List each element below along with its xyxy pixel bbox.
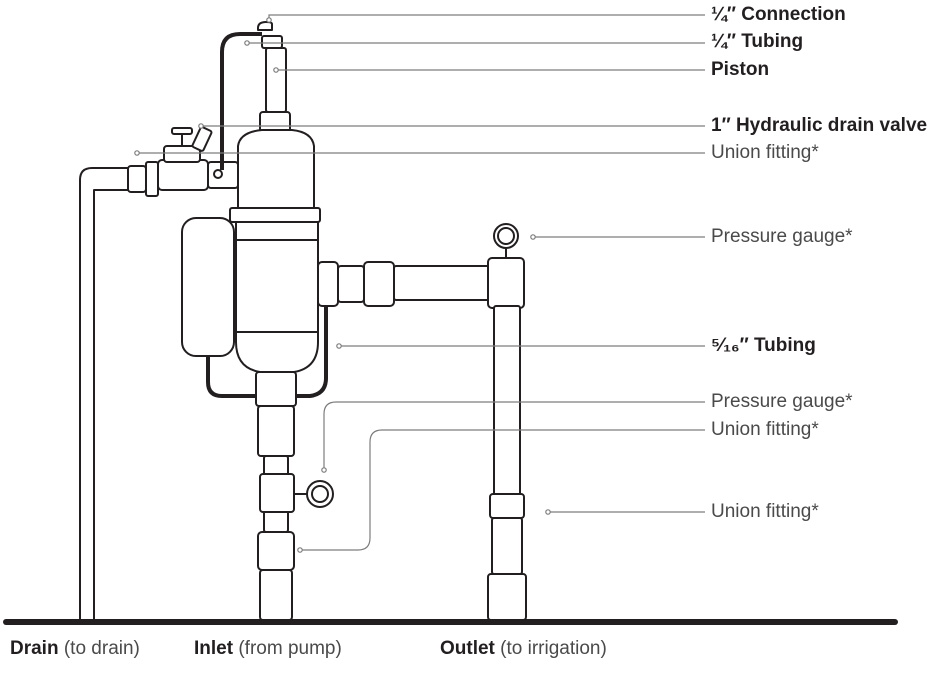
label-drain-title: Drain	[10, 638, 59, 659]
piston	[257, 21, 291, 133]
leader-pressure-gauge-bottom	[323, 401, 705, 470]
label-outlet-title: Outlet	[440, 638, 495, 659]
control-chamber	[181, 217, 235, 357]
outlet-pipe	[317, 257, 527, 621]
hydraulic-drain-valve	[157, 126, 239, 191]
label-piston: Piston	[711, 59, 770, 80]
drain-pipe	[79, 161, 159, 621]
label-drain-note: (to drain)	[63, 638, 140, 659]
label-five-sixteenths-tubing: ⁵⁄₁₆″ Tubing	[711, 335, 816, 356]
label-pressure-gauge-top: Pressure gauge*	[711, 226, 853, 247]
label-union-fitting-mid: Union fitting*	[711, 419, 819, 440]
label-inlet-note: (from pump)	[238, 638, 342, 659]
quarter-tubing	[220, 32, 262, 170]
label-inlet-title: Inlet	[194, 638, 234, 659]
filter-upper-body	[237, 129, 315, 209]
label-quarter-tubing: ¼″ Tubing	[711, 31, 804, 52]
label-outlet-note: (to irrigation)	[500, 638, 607, 659]
pressure-gauge-outlet	[493, 223, 519, 258]
label-pressure-gauge-bottom: Pressure gauge*	[711, 391, 853, 412]
label-outlet: Outlet (to irrigation)	[440, 638, 607, 660]
leader-quarter-connection	[268, 14, 705, 20]
label-union-fitting-outlet: Union fitting*	[711, 501, 819, 522]
label-hydraulic-drain-valve: 1″ Hydraulic drain valve	[711, 115, 928, 136]
label-drain: Drain (to drain)	[10, 638, 140, 660]
label-quarter-connection: ¼″ Connection	[711, 4, 846, 25]
filter-lower-body	[235, 221, 319, 373]
inlet-pipe	[255, 371, 297, 621]
label-union-fitting-top: Union fitting*	[711, 142, 819, 163]
label-inlet: Inlet (from pump)	[194, 638, 342, 660]
pressure-gauge-inlet	[294, 480, 334, 508]
leader-union-fitting-mid	[300, 429, 705, 551]
